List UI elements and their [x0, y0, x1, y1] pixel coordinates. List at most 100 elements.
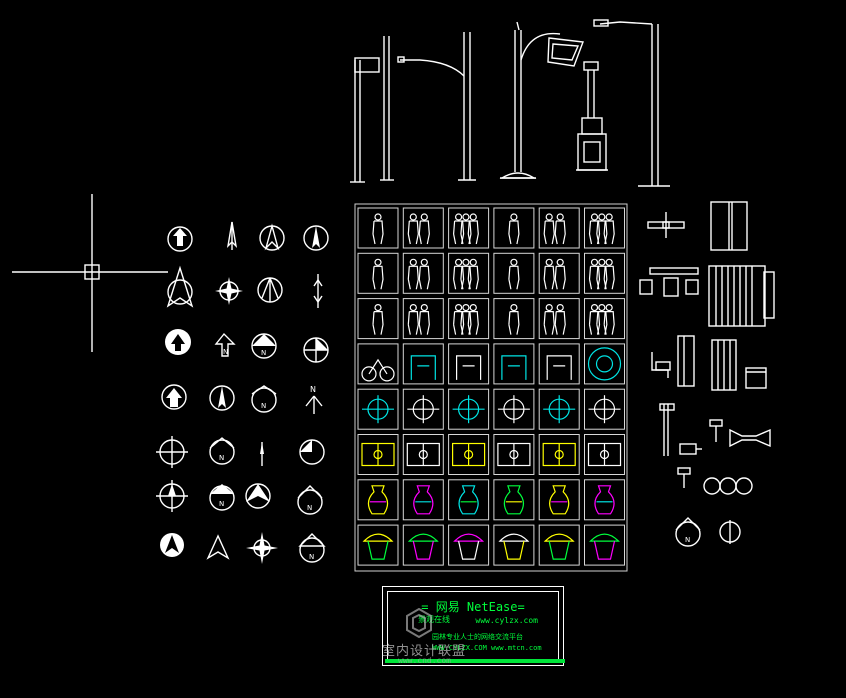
symbol-cell-people-sitting [584, 298, 625, 340]
table-plan-icon [647, 212, 685, 238]
symbol-cell-plazas-and-tables [538, 388, 580, 430]
north-arrow-icon [299, 439, 325, 465]
north-arrow-icon: N [251, 333, 277, 359]
symbol-cell-people-sitting [357, 298, 399, 340]
card-title: = 网易 NetEase= [421, 600, 525, 614]
north-label: N [307, 504, 312, 512]
symbol-cell-courts-and-plans [538, 434, 580, 475]
north-arrow-icon [259, 223, 285, 251]
symbol-cell-sports-and-furniture [538, 343, 580, 385]
symbol-cell-courts-and-plans [402, 434, 444, 475]
symbol-cell-planters-and-lanterns [448, 524, 490, 566]
symbol-cell-people-standing [538, 207, 580, 249]
symbol-cell-plazas-and-tables [493, 388, 535, 430]
symbol-cell-people-sitting [493, 298, 535, 340]
symbol-cell-courts-and-plans [448, 434, 490, 475]
north-arrow-icon [156, 436, 188, 468]
symbol-cell-vases-and-planters [402, 479, 444, 521]
north-arrow-icon: N [297, 485, 323, 515]
sign-post [350, 36, 394, 183]
north-arrow-icon [160, 533, 184, 557]
north-arrow-icon [206, 534, 230, 560]
north-label: N [309, 553, 314, 561]
symbol-cell-vases-and-planters [584, 479, 625, 521]
symbol-cell-people-sitting [402, 298, 444, 340]
site-watermark-name: 室内设计联盟 [382, 644, 467, 659]
symbol-cell-people-walking [584, 252, 625, 294]
site-logo-icon [406, 608, 432, 638]
north-arrow-icon: N [298, 533, 326, 563]
symbol-cell-plazas-and-tables [448, 388, 490, 430]
column-lamp [576, 61, 608, 171]
north-arrow-icon [165, 329, 191, 355]
north-arrow-icon [313, 274, 323, 308]
symbol-cell-people-walking [493, 252, 535, 294]
north-arrow-icon: N [209, 484, 235, 511]
north-arrow-icon: N [675, 517, 701, 547]
chair-side-icon [651, 352, 671, 378]
north-label: N [261, 402, 266, 410]
bench-plan-icon [710, 201, 748, 251]
symbol-cell-planters-and-lanterns [493, 524, 535, 566]
north-arrow-icon [719, 520, 741, 544]
symbol-cell-courts-and-plans [493, 434, 535, 475]
symbol-cell-people-standing [357, 207, 399, 249]
north-arrow-symbols: N N N N N N N N [156, 221, 329, 564]
crosshair-cursor [12, 194, 168, 352]
symbol-cell-vases-and-planters [538, 479, 580, 521]
bowtie-icon [729, 428, 771, 448]
north-label: N [310, 385, 316, 394]
north-arrow-icon: N [251, 385, 277, 413]
picnic-table-icon [639, 267, 699, 297]
north-label: N [223, 348, 228, 356]
card-subtitle: 景观在线 [418, 615, 450, 624]
curved-lantern-lamp [499, 21, 584, 179]
symbol-cell-plazas-and-tables [584, 388, 625, 430]
triple-circle-icon [703, 477, 753, 495]
card-description: 园林专业人士的网络交流平台 [432, 633, 523, 641]
north-arrow-icon [166, 265, 194, 308]
north-label: N [219, 500, 224, 508]
symbol-cell-sports-and-furniture [493, 343, 535, 385]
north-label: N [219, 454, 224, 462]
furniture-symbols: N [639, 201, 775, 547]
netease-watermark-card: = 网易 NetEase= 景观在线 www.cylzx.com 园林专业人士的… [382, 586, 565, 666]
north-arrow-icon [156, 480, 188, 512]
symbol-cell-people-standing [448, 207, 490, 249]
symbol-cell-plazas-and-tables [402, 388, 444, 430]
symbol-cell-vases-and-planters [493, 479, 535, 521]
north-arrow-icon [161, 384, 187, 410]
symbol-cell-people-walking [357, 252, 399, 294]
symbol-cell-people-walking [402, 252, 444, 294]
north-arrow-icon [303, 337, 329, 363]
symbol-cell-planters-and-lanterns [402, 524, 444, 566]
compass-rose-icon [246, 532, 278, 564]
bench-side-icon [677, 335, 695, 387]
north-arrow-icon [226, 221, 238, 250]
pin-icon [709, 419, 723, 442]
symbol-cell-vases-and-planters [448, 479, 490, 521]
pole-lamp-double [397, 32, 476, 181]
post-icon [677, 467, 691, 488]
card-links: WWW.CYLZX.COM www.mtcn.com [432, 644, 542, 652]
symbol-cell-sports-and-furniture [357, 343, 399, 385]
north-label: N [261, 349, 266, 357]
north-label: N [685, 536, 690, 544]
symbol-cell-planters-and-lanterns [357, 524, 399, 566]
symbol-cell-people-standing [402, 207, 444, 249]
north-arrow-icon [303, 225, 329, 251]
symbol-cell-plazas-and-tables [357, 388, 399, 430]
compass-rose-icon [215, 277, 243, 305]
street-lamps-group [350, 19, 670, 187]
symbol-grid [354, 203, 628, 572]
bench-slats-icon [708, 265, 775, 327]
symbol-cell-planters-and-lanterns [538, 524, 580, 566]
symbol-cell-sports-and-furniture [448, 343, 490, 385]
symbol-cell-people-standing [493, 207, 535, 249]
symbol-cell-people-walking [448, 252, 490, 294]
north-arrow-icon: N [305, 385, 323, 414]
symbol-cell-people-standing [584, 207, 625, 249]
north-arrow-icon [167, 226, 193, 252]
symbol-cell-courts-and-plans [584, 434, 625, 475]
